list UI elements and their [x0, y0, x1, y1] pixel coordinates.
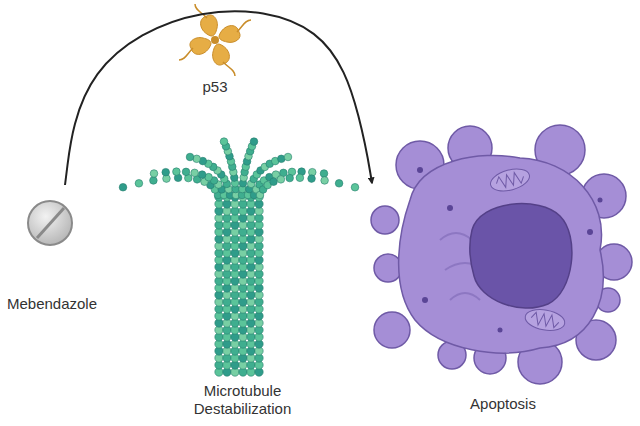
- membrane-bleb: [374, 254, 402, 282]
- p53-subunit: [179, 38, 211, 60]
- p53-tail: [179, 48, 193, 60]
- endoplasmic-reticulum: [450, 293, 480, 300]
- tubulin-dimer: [270, 178, 278, 186]
- p53-subunit: [219, 20, 251, 42]
- tubulin-dimer: [335, 180, 343, 188]
- tubulin-dimer: [351, 183, 359, 191]
- pill-body: [28, 201, 72, 245]
- tubulin-dimer: [135, 180, 143, 188]
- node-label: p53: [202, 78, 227, 96]
- node-label: Microtubule Destabilization: [178, 382, 308, 418]
- microtubule-icon: [119, 138, 359, 376]
- process-node: Microtubule Destabilization: [150, 100, 335, 418]
- tubulin-dimer: [250, 138, 258, 146]
- tubulin-dimer: [321, 177, 329, 185]
- vesicle: [447, 205, 453, 211]
- mitochondrion-cristae: [530, 312, 560, 329]
- tubulin-dimer: [191, 169, 199, 177]
- vesicle: [422, 297, 428, 303]
- apoptotic-cell-icon: [371, 125, 632, 384]
- p53-subunit: [195, 4, 217, 36]
- tubulin-dimer: [173, 168, 181, 176]
- p53-domain: [201, 15, 218, 36]
- node-label: Mebendazole: [7, 295, 97, 313]
- tubulin-dimer: [296, 174, 304, 182]
- tubulin-dimer: [320, 170, 328, 178]
- tubulin-dimer: [193, 155, 201, 163]
- p53-domain: [190, 38, 211, 55]
- tubulin-dimer: [150, 170, 158, 178]
- drug-node: Mebendazole: [2, 185, 102, 313]
- p53-domain: [219, 26, 240, 43]
- mitochondrion-outer: [488, 165, 532, 195]
- tubulin-dimer: [308, 175, 316, 183]
- tubulin-dimer: [119, 183, 127, 191]
- tubulin-dimer: [198, 171, 206, 179]
- membrane-bleb: [374, 312, 410, 348]
- vesicle: [598, 198, 603, 203]
- p53-domain: [213, 44, 230, 65]
- outcome-node: Apoptosis: [372, 125, 634, 413]
- tubulin-dimer: [186, 153, 194, 161]
- nucleus: [470, 204, 572, 308]
- p53-subunit: [213, 44, 235, 76]
- tubulin-dimer: [150, 177, 158, 185]
- pill-score: [37, 208, 64, 238]
- p53-tail: [237, 20, 251, 32]
- protein-node: p53: [180, 12, 250, 96]
- pill-icon: [28, 201, 72, 245]
- curved-arrow: [65, 11, 372, 185]
- vesicle: [587, 229, 593, 235]
- mitochondrion-cristae: [495, 171, 525, 190]
- p53-protein-icon: [179, 4, 251, 76]
- node-label: Apoptosis: [470, 395, 536, 413]
- tubulin-dimer: [278, 155, 286, 163]
- p53-core: [211, 36, 219, 44]
- mitochondrion: [524, 307, 567, 334]
- mitochondrion: [488, 165, 532, 195]
- tubulin-dimer: [182, 168, 190, 176]
- tubulin-dimer: [284, 153, 292, 161]
- membrane-bleb: [371, 206, 399, 234]
- mitochondrion-outer: [524, 307, 567, 334]
- tubulin-dimer: [286, 174, 294, 182]
- tubulin-dimer: [277, 176, 285, 184]
- tubulin-dimer: [220, 138, 228, 146]
- vesicle: [417, 167, 423, 173]
- vesicle: [498, 328, 503, 333]
- p53-tail: [223, 62, 235, 76]
- tubulin-dimer: [162, 168, 170, 176]
- cell-body: [399, 155, 604, 352]
- endoplasmic-reticulum: [440, 233, 472, 240]
